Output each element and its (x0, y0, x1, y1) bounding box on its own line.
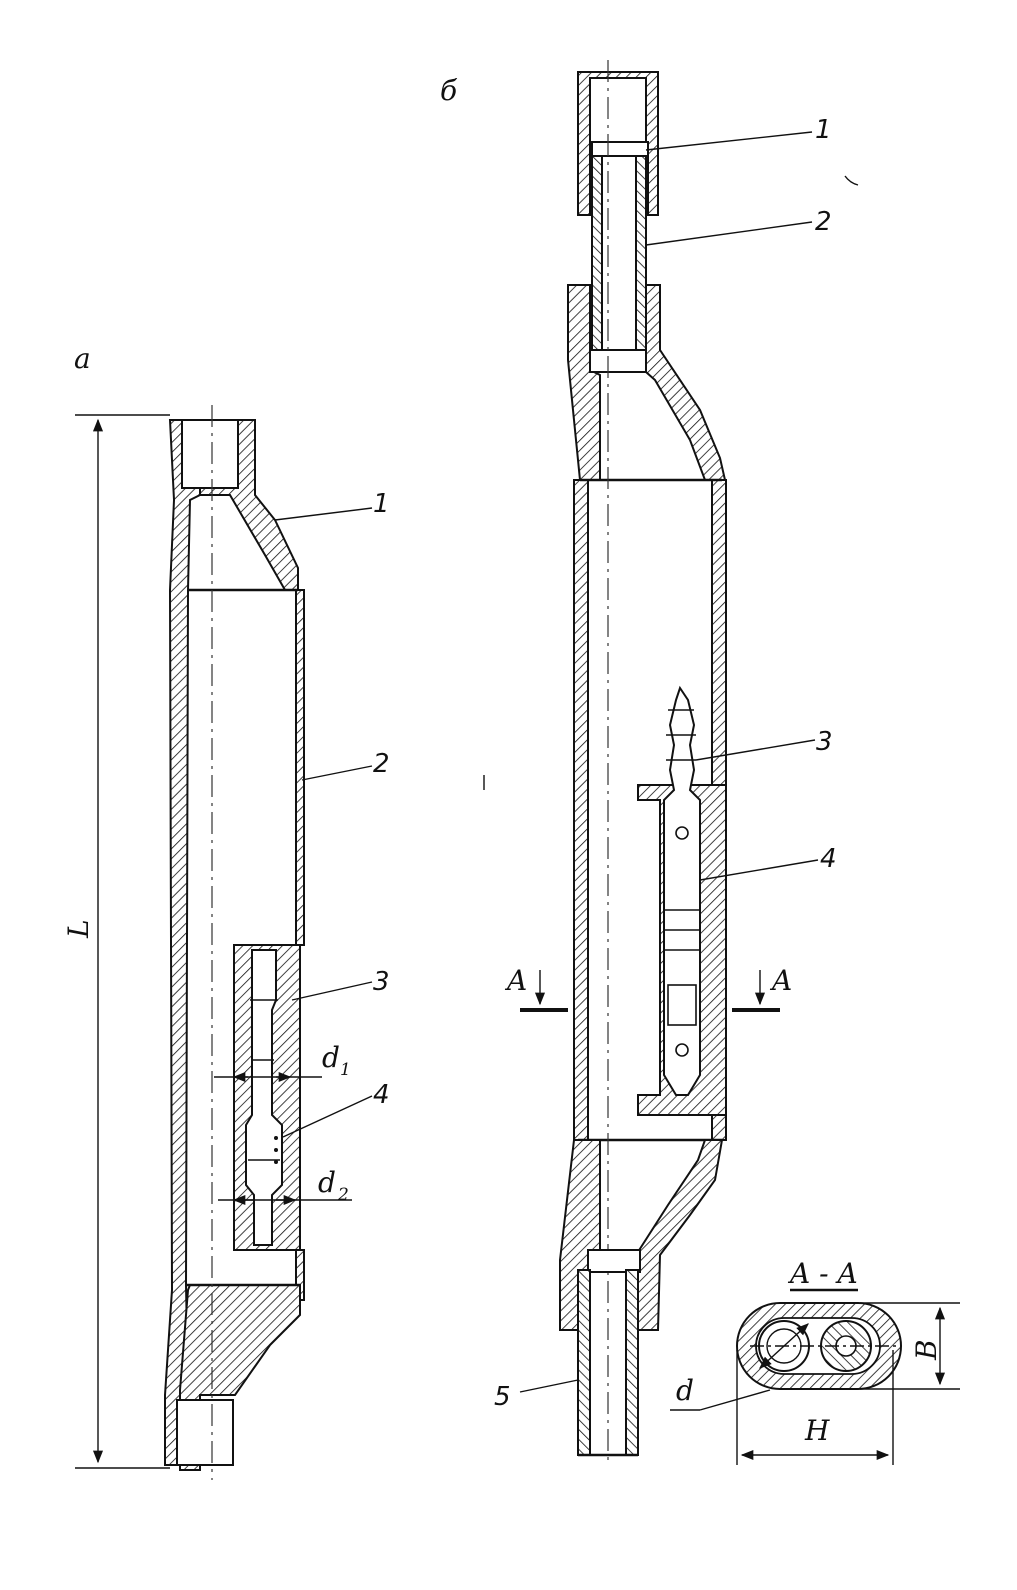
valve-insert-a (245, 949, 283, 1246)
callout-4-b: 4 (820, 844, 837, 874)
bottom-coupling-a (179, 1284, 301, 1471)
callout-5-b: 5 (494, 1382, 511, 1412)
callout-4-a: 4 (373, 1080, 390, 1110)
view-b-label: б (440, 74, 458, 107)
callouts-b: 1 2 3 4 5 (494, 115, 837, 1412)
valve-insert-b (663, 685, 701, 1096)
section-width-dimension: H (736, 1350, 894, 1465)
callout-1-b: 1 (815, 115, 832, 145)
bottom-pipe-b (577, 1269, 591, 1456)
view-a-label: а (74, 342, 91, 375)
body-left-wall-b (573, 479, 589, 1141)
section-title: A - A (787, 1257, 858, 1290)
callout-2-b: 2 (815, 207, 832, 237)
callout-3-a: 3 (373, 967, 390, 997)
length-dimension: L (62, 414, 170, 1469)
callout-1-a: 1 (373, 489, 390, 519)
svg-text:1: 1 (340, 1060, 351, 1080)
section-height-dimension: B (860, 1302, 960, 1390)
section-mark-left: A (504, 964, 568, 1012)
view-a: а L (62, 342, 390, 1480)
d2-dimension: d 2 (218, 1166, 352, 1206)
body-right-wall-b (711, 479, 727, 786)
length-label: L (62, 919, 95, 939)
svg-text:B: B (910, 1339, 943, 1361)
section-diameter-dimension: d (670, 1374, 771, 1411)
svg-text:A: A (504, 964, 527, 997)
svg-text:A: A (769, 964, 792, 997)
svg-text:2: 2 (337, 1185, 349, 1205)
svg-text:d: d (322, 1041, 340, 1074)
view-b: б (440, 60, 837, 1460)
section-mark-right: A (732, 964, 792, 1012)
svg-text:d: d (676, 1374, 694, 1407)
d1-dimension: d 1 (214, 1041, 351, 1083)
callout-3-b: 3 (816, 727, 833, 757)
section-a-a: A - A B H d (670, 1257, 960, 1465)
svg-text:d: d (318, 1166, 336, 1199)
body-right-wall-a (295, 589, 305, 946)
callout-2-a: 2 (373, 749, 390, 779)
svg-text:H: H (804, 1414, 830, 1447)
callouts-a: 1 2 3 4 (274, 489, 390, 1138)
